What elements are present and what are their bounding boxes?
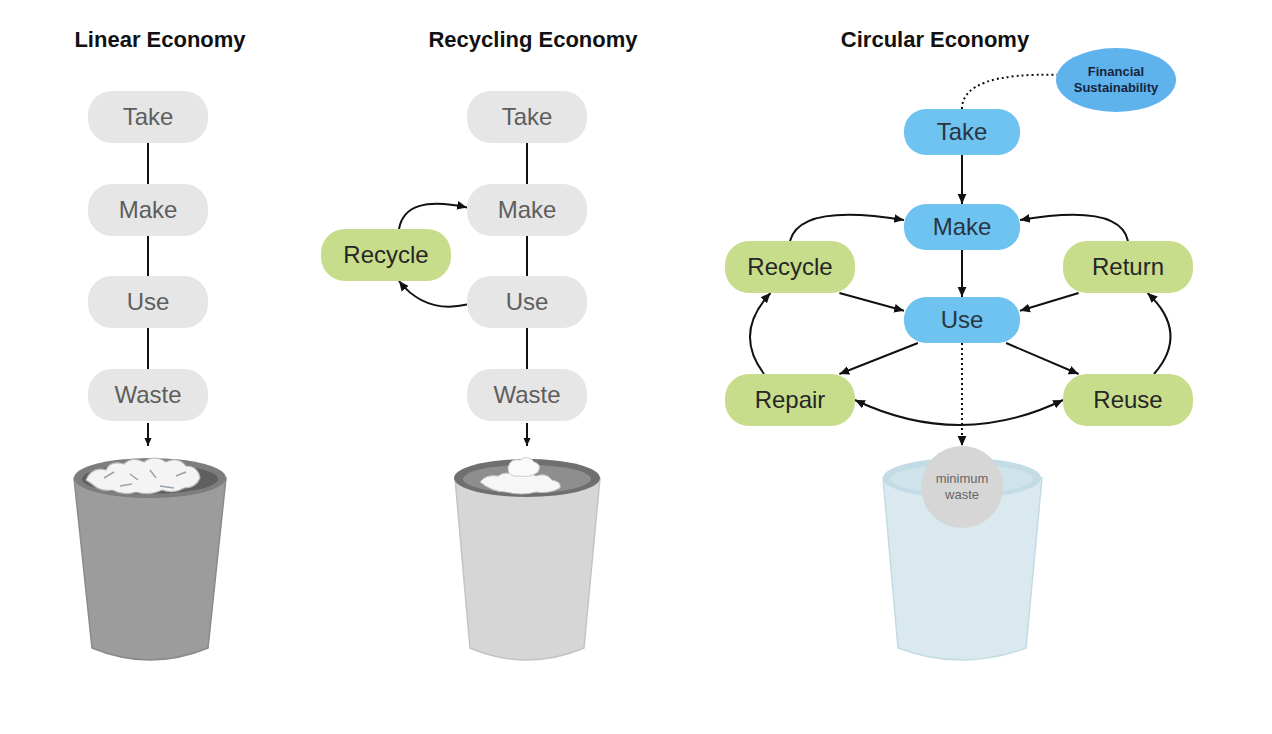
process-box: Use [88, 276, 208, 328]
trash-bin [74, 458, 226, 660]
node-text: Waste [114, 381, 181, 409]
shape-fill [921, 446, 1003, 528]
bin-body [455, 478, 600, 660]
loop-box: Reuse [1063, 374, 1193, 426]
connector [399, 281, 467, 307]
node-text: Make [933, 213, 992, 241]
trash-bin [883, 458, 1042, 660]
paper-creases [104, 470, 186, 488]
connector [1006, 343, 1079, 374]
node-text: Reuse [1093, 386, 1162, 414]
node-text: Recycle [747, 253, 832, 281]
paper-waste [508, 457, 539, 476]
process-box: Take [904, 109, 1020, 155]
node-text: Make [119, 196, 178, 224]
node-text: Return [1092, 253, 1164, 281]
connector [526, 328, 528, 369]
connector [147, 328, 149, 369]
connector [855, 400, 1063, 425]
process-box: Use [904, 297, 1020, 343]
node-text: Use [506, 288, 549, 316]
node-text: Use [941, 306, 984, 334]
connector [526, 143, 528, 184]
column-heading: Recycling Economy [373, 26, 693, 54]
node-text: Make [498, 196, 557, 224]
bin-body [74, 478, 226, 660]
connector [1148, 293, 1171, 374]
waste-arrow [147, 423, 149, 446]
bin-rim [74, 458, 226, 498]
dotted-connector [961, 343, 963, 446]
process-box: Use [467, 276, 587, 328]
node-text: Recycle [343, 241, 428, 269]
node-text: Take [123, 103, 174, 131]
connector [839, 293, 904, 311]
waste-circle: minimum waste [921, 446, 1003, 528]
connector [1020, 215, 1128, 241]
connector [526, 236, 528, 276]
connector [147, 143, 149, 184]
process-box: Make [904, 204, 1020, 250]
connector [839, 343, 918, 374]
connector [399, 204, 467, 229]
node-text: Financial Sustainability [1065, 64, 1167, 97]
goal-ellipse: Financial Sustainability [1056, 48, 1176, 112]
node-text: Use [127, 288, 170, 316]
node-text: Waste [493, 381, 560, 409]
connector [961, 155, 963, 204]
shape-fill [1056, 48, 1176, 112]
dotted-connector [962, 75, 1060, 109]
waste-arrow [526, 423, 528, 446]
process-box: Take [88, 91, 208, 143]
loop-box: Repair [725, 374, 855, 426]
connector [750, 293, 771, 374]
connector [961, 250, 963, 297]
process-box: Waste [467, 369, 587, 421]
paper-waste [86, 458, 200, 494]
connector [790, 215, 904, 241]
node-text: Take [502, 103, 553, 131]
process-box: Take [467, 91, 587, 143]
loop-box: Recycle [725, 241, 855, 293]
process-box: Make [88, 184, 208, 236]
node-text: minimum waste [930, 471, 994, 504]
process-box: Waste [88, 369, 208, 421]
column-heading: Circular Economy [775, 26, 1095, 54]
connector [1020, 293, 1079, 311]
trash-bin [454, 457, 600, 660]
column-heading: Linear Economy [0, 26, 320, 54]
process-box: Make [467, 184, 587, 236]
node-text: Take [937, 118, 988, 146]
node-text: Repair [755, 386, 826, 414]
loop-box: Return [1063, 241, 1193, 293]
loop-box: Recycle [321, 229, 451, 281]
connector [147, 236, 149, 276]
